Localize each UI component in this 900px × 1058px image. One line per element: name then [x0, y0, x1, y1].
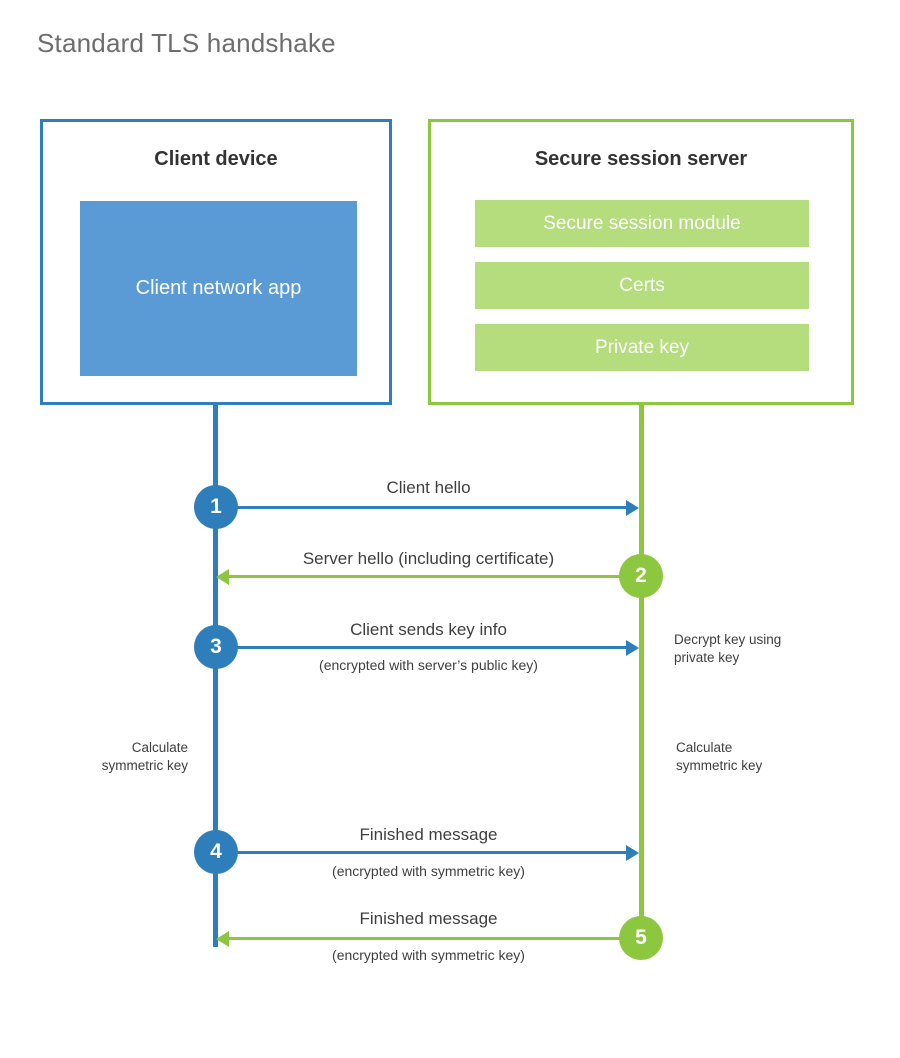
step-2-arrow-line	[229, 575, 641, 578]
step-3-circle: 3	[194, 625, 238, 669]
server-calculate-symmetric-key-note: Calculate symmetric key	[676, 739, 856, 775]
client-device-title: Client device	[154, 148, 278, 170]
decrypt-key-note-line-2: private key	[674, 649, 740, 665]
secure-session-server-box: Secure session server Secure session mod…	[428, 119, 854, 405]
page-title: Standard TLS handshake	[37, 28, 336, 58]
server-module-certs: Certs	[475, 262, 809, 309]
step-5-sublabel: (encrypted with symmetric key)	[332, 947, 525, 963]
step-4-sublabel: (encrypted with symmetric key)	[332, 863, 525, 879]
client-lifeline	[213, 402, 218, 947]
server-lifeline	[639, 402, 644, 939]
step-1-arrow-line	[216, 506, 626, 509]
step-2-label: Server hello (including certificate)	[302, 549, 555, 568]
step-5-circle: 5	[619, 916, 663, 960]
client-network-app-block: Client network app	[80, 201, 357, 376]
step-3-arrow-head-icon	[626, 639, 639, 656]
step-1-label: Client hello	[386, 478, 471, 497]
step-5-label: Finished message	[359, 909, 498, 928]
step-1-arrow-head-icon	[626, 499, 639, 516]
client-calculate-note-line-2: symmetric key	[101, 757, 188, 773]
step-4-arrow-head-icon	[626, 844, 639, 861]
step-1-circle: 1	[194, 485, 238, 529]
step-4-arrow-line	[216, 851, 626, 854]
client-calculate-symmetric-key-note: Calculate symmetric key	[28, 739, 188, 775]
step-5-arrow-line	[229, 937, 641, 940]
decrypt-key-note-line-1: Decrypt key using	[674, 632, 782, 647]
server-module-private-key: Private key	[475, 324, 809, 371]
secure-session-server-title: Secure session server	[534, 148, 748, 170]
step-2-circle: 2	[619, 554, 663, 598]
decrypt-key-note: Decrypt key using private key	[674, 631, 864, 667]
step-3-label: Client sends key info	[350, 620, 507, 639]
server-module-secure-session: Secure session module	[475, 200, 809, 247]
server-calculate-note-line-2: symmetric key	[676, 757, 763, 773]
server-module-list: Secure session module Certs Private key	[475, 200, 809, 371]
step-4-circle: 4	[194, 830, 238, 874]
client-calculate-note-line-1: Calculate	[131, 740, 188, 755]
step-3-sublabel: (encrypted with server’s public key)	[319, 657, 538, 673]
step-3-arrow-line	[216, 646, 626, 649]
step-5-arrow-head-icon	[216, 930, 229, 947]
server-calculate-note-line-1: Calculate	[676, 740, 733, 755]
step-4-label: Finished message	[359, 825, 498, 844]
step-2-arrow-head-icon	[216, 568, 229, 585]
client-device-box: Client device Client network app	[40, 119, 392, 405]
